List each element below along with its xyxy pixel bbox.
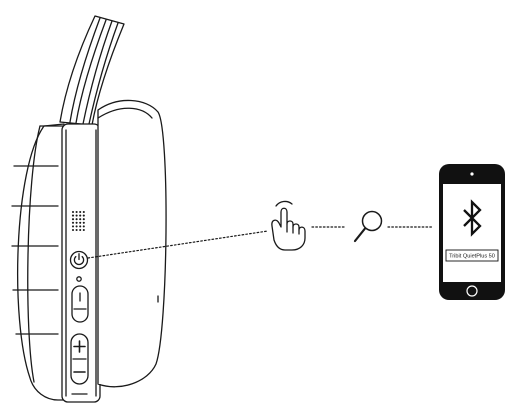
device-list-item[interactable]: Tribit QuietPlus 50	[445, 249, 499, 262]
ear-cup-shell	[11, 123, 65, 401]
grille-dot	[79, 210, 82, 214]
grille-dot	[82, 221, 85, 224]
connector-lines	[87, 226, 433, 259]
grille-dot	[71, 218, 75, 221]
grille-dot	[79, 221, 82, 224]
headphone	[11, 15, 167, 403]
grille-dot	[79, 225, 82, 228]
grille-dot	[82, 218, 85, 221]
grille-dot	[82, 225, 85, 228]
power-icon	[73, 253, 85, 266]
grille-dot	[79, 228, 82, 232]
grille-dot	[79, 214, 82, 217]
grille-dot	[82, 214, 85, 217]
grille-dot	[71, 214, 75, 217]
phone-camera	[470, 172, 474, 176]
grille-dot	[82, 228, 85, 232]
grille-dot	[75, 221, 78, 224]
grille-dot	[82, 210, 85, 214]
grille-dot	[75, 218, 78, 221]
grille-dot	[71, 228, 75, 232]
microphone-grille	[71, 210, 85, 232]
power-button[interactable]	[69, 250, 89, 270]
volume-rocker[interactable]	[70, 333, 89, 395]
ear-cushion	[97, 99, 167, 388]
grille-dot	[71, 225, 75, 228]
tap-hand-icon	[271, 200, 306, 251]
grille-dot	[75, 214, 78, 217]
smartphone: Tribit QuietPlus 50	[439, 164, 505, 300]
headband	[59, 15, 125, 126]
magnifier-icon	[353, 210, 383, 243]
bluetooth-icon	[463, 199, 482, 237]
grille-dot	[79, 218, 82, 221]
mode-switch[interactable]	[71, 276, 89, 323]
volume-up-button[interactable]	[73, 340, 86, 353]
grille-dot	[75, 210, 78, 214]
device-name-label: Tribit QuietPlus 50	[449, 254, 495, 260]
grille-dot	[71, 210, 75, 214]
grille-dot	[71, 221, 75, 224]
connector-power-to-hand	[87, 230, 269, 259]
grille-dot	[75, 225, 78, 228]
grille-dot	[75, 228, 78, 232]
phone-home-button[interactable]	[466, 285, 478, 297]
